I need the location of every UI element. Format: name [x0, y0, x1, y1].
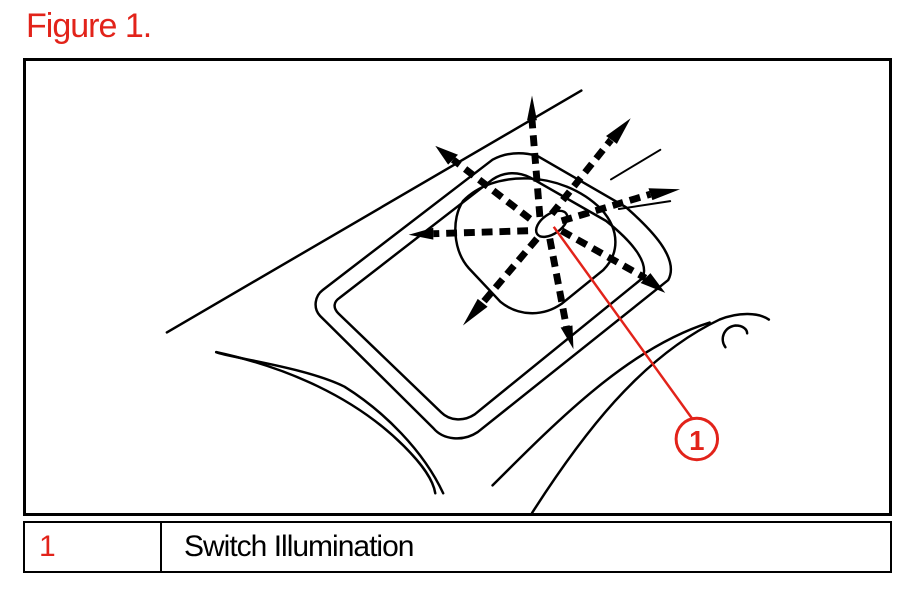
- trim-upper-edge: [165, 89, 583, 334]
- glow-ray: [480, 236, 540, 306]
- ray-tip: [606, 118, 631, 144]
- glow-ray: [560, 190, 652, 225]
- glow-ray: [546, 238, 570, 329]
- glow-ray: [528, 119, 544, 218]
- ray-tip: [435, 145, 458, 165]
- glow-line: [617, 200, 672, 211]
- glow-ray: [450, 156, 533, 222]
- console-right-curve-2: [491, 321, 711, 487]
- callout-leader-line: [552, 226, 693, 419]
- legend-description: Switch Illumination: [184, 530, 414, 563]
- switch-illustration: 1: [165, 89, 771, 513]
- ray-tip: [527, 95, 537, 121]
- glow-ray: [433, 227, 529, 238]
- trim-lower-edge-2: [214, 350, 437, 495]
- trim-lower-edge: [214, 350, 445, 495]
- console-right-curve: [530, 312, 771, 513]
- ray-tip: [408, 227, 434, 240]
- legend-number: 1: [25, 523, 162, 571]
- glow-line: [609, 148, 662, 181]
- callout-circle: [674, 416, 720, 462]
- illustration-frame: 1: [23, 58, 892, 516]
- legend-table: 1 Switch Illumination: [23, 521, 892, 573]
- ray-tip: [560, 325, 574, 350]
- switch-panel-outer: [314, 151, 672, 440]
- ray-tip: [640, 273, 666, 293]
- glow-ray: [559, 227, 648, 282]
- glow-ray: [549, 137, 614, 217]
- callout-number: 1: [689, 425, 704, 456]
- console-hook: [721, 324, 749, 349]
- ray-tip: [648, 188, 681, 201]
- ray-tip: [462, 298, 488, 326]
- figure-title: Figure 1.: [26, 7, 152, 45]
